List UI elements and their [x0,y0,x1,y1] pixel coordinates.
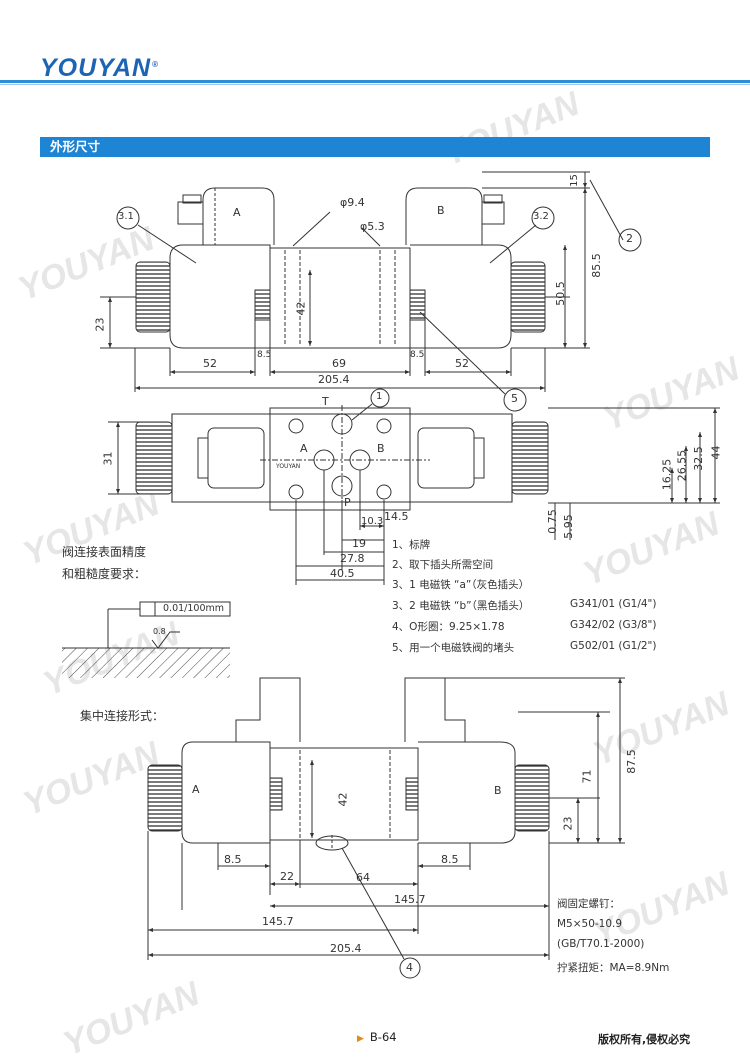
dim-145-7-top: 145.7 [394,893,426,906]
flatness-tolerance: 0.01/100mm [163,603,224,614]
port-a: A [300,442,308,455]
dim-31: 31 [101,451,115,466]
section-banner: 外形尺寸 [40,137,710,157]
dim-205-4: 205.4 [318,373,350,386]
callout-2: 2 [626,232,633,245]
dim-5-95: 5.95 [561,514,575,539]
copyright: 版权所有,侵权必究 [598,1033,691,1046]
note-3: 3、1 电磁铁 “a”（灰色插头） [392,579,530,591]
dim-42: 42 [294,301,308,316]
valve-plate: YOUYAN [276,463,301,470]
surface-spec [62,601,231,678]
dim-23: 23 [93,317,107,332]
brand-name: YOUYAN [40,54,152,82]
section-title: 外形尺寸 [50,139,101,154]
port-p: P [344,496,351,509]
dim-26-55: 26.55 [675,449,689,482]
middle-view [108,388,720,585]
dim-14-5: 14.5 [384,510,409,523]
dim-8-5-bottom-left: 8.5 [224,853,242,866]
note-5: 4、O形圈：9.25×1.78 [392,621,505,633]
dim-50-5: 50.5 [553,281,567,306]
bottom-solenoid-b: B [494,784,502,797]
top-view [100,171,642,412]
dim-64: 64 [356,871,370,884]
registered-mark: ® [152,59,160,69]
header-rule-thin [0,84,750,85]
dim-87-5: 87.5 [624,749,638,774]
dim-23-bottom: 23 [561,816,575,831]
dim-phi-9-4: φ9.4 [340,196,365,209]
solenoid-a-label: A [233,206,241,219]
roughness-value: 0.8 [153,627,166,636]
dim-145-7-bottom: 145.7 [262,915,294,928]
callout-3-1: 3.1 [118,211,134,222]
callout-4: 4 [406,961,413,974]
surface-title-1: 阀连接表面精度 [62,545,147,559]
header-rule [0,80,750,83]
bottom-view [147,677,625,979]
port-t: T [322,395,329,408]
dim-69: 69 [332,357,346,370]
dim-16-25: 16.25 [660,458,674,491]
dim-15: 15 [568,174,580,187]
screw-title: 阀固定螺钉： [557,898,620,910]
note-2: 2、取下插头所需空间 [392,559,494,571]
dim-52-left: 52 [203,357,217,370]
dim-205-4-bottom: 205.4 [330,942,362,955]
dim-71: 71 [580,769,594,784]
page-marker-icon: ▶ [357,1034,364,1044]
dim-0-75: 0.75 [545,509,559,534]
bottom-solenoid-a: A [192,783,200,796]
screw-torque: 拧紧扭矩：MA=8.9Nm [557,962,670,974]
dim-8-5-left: 8.5 [257,350,272,360]
page-number: ▶ B-64 [357,1030,397,1044]
screw-standard: (GB/T70.1-2000) [557,938,645,950]
page-number-text: B-64 [369,1030,397,1044]
dim-85-5: 85.5 [589,253,603,278]
dim-40-5: 40.5 [330,567,355,580]
dim-27-8: 27.8 [340,552,365,565]
brand-logo: YOUYAN® [40,54,159,83]
callout-3-2: 3.2 [533,211,549,222]
callout-5: 5 [511,392,518,405]
note-6-code: G502/01 (G1/2") [570,640,657,652]
screw-spec: M5×50-10.9 [557,918,623,930]
note-6: 5、用一个电磁铁阀的堵头 [392,642,515,654]
dim-32-5: 32.5 [691,446,705,471]
dim-22: 22 [280,870,294,883]
dim-52-right: 52 [455,357,469,370]
dim-44: 44 [709,445,723,460]
dim-42-bottom: 42 [336,792,350,807]
note-1: 1、标牌 [392,539,431,551]
dim-8-5-right: 8.5 [410,350,425,360]
surface-title-2: 和粗糙度要求： [62,567,147,581]
port-b: B [377,442,385,455]
bottom-title: 集中连接形式： [80,709,165,723]
note-4-code: G341/01 (G1/4") [570,598,657,610]
dim-phi-5-3: φ5.3 [360,220,385,233]
dim-19: 19 [352,537,366,550]
note-4: 3、2 电磁铁 “b”（黑色插头） [392,600,530,612]
callout-1: 1 [376,391,383,402]
dim-10-3: 10.3 [361,516,384,527]
dim-8-5-bottom-right: 8.5 [441,853,459,866]
note-5-code: G342/02 (G3/8") [570,619,657,631]
solenoid-b-label: B [437,204,445,217]
